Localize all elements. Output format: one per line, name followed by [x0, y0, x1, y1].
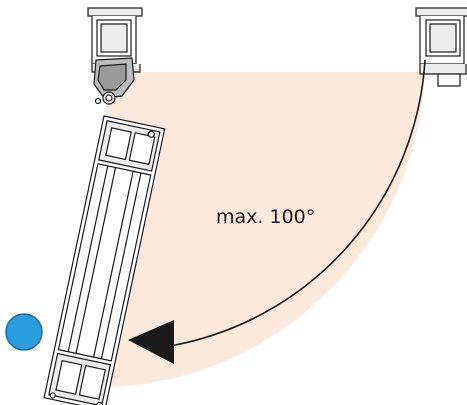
swing-arc	[169, 59, 426, 347]
swing-arrow-icon	[128, 320, 174, 364]
door-leaf	[43, 115, 166, 405]
angle-label: max. 100°	[216, 206, 315, 228]
hinge	[93, 57, 135, 105]
blue-handle-knob-icon	[5, 313, 43, 351]
top-right-frame-profile	[415, 7, 467, 87]
